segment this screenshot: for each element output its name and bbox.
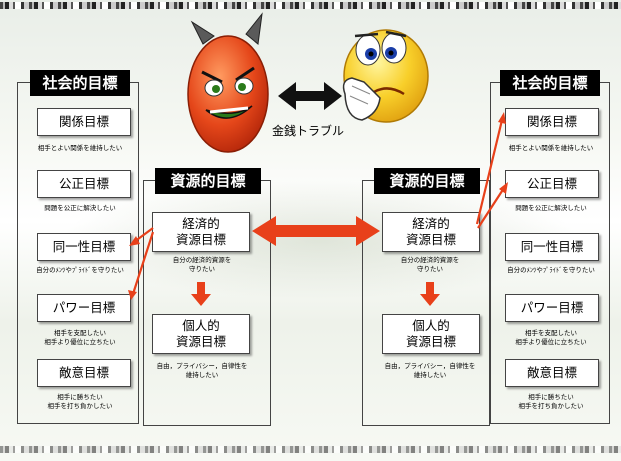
right-economic-line1: 経済的	[412, 216, 450, 231]
left-note-hostility-2: 相手を打ち負かしたい	[47, 402, 113, 410]
decorative-stripe-bottom	[0, 446, 621, 453]
left-goal-identity: 同一性目標	[37, 233, 131, 261]
left-note-relationship: 相手とよい関係を維持したい	[37, 144, 123, 152]
money-trouble-label: 金銭トラブル	[272, 124, 345, 138]
left-social-title: 社会的目標	[30, 70, 130, 96]
left-goal-power: パワー目標	[37, 294, 131, 322]
economic-link-arrow	[252, 216, 380, 246]
right-social-title: 社会的目標	[500, 70, 600, 96]
right-note-power-1: 相手を支配したい	[525, 329, 577, 337]
left-goal-relationship: 関係目標	[37, 108, 131, 136]
right-note-economic-1: 自分の経済的資源を	[400, 256, 460, 264]
left-note-fairness: 問題を公正に解決したい	[44, 204, 116, 212]
right-note-power-2: 相手より優位に立ちたい	[515, 338, 587, 346]
left-note-personal-2: 維持したい	[185, 371, 219, 379]
double-arrow-icon	[278, 82, 342, 110]
left-goal-hostility: 敵意目標	[37, 359, 131, 387]
right-note-economic-2: 守りたい	[417, 265, 443, 273]
right-note-personal-1: 自由，プライバシー，自律性を	[384, 362, 476, 370]
right-goal-economic: 経済的 資源目標	[382, 212, 480, 252]
left-personal-line2: 資源目標	[175, 334, 226, 349]
left-note-power-1: 相手を支配したい	[54, 329, 106, 337]
left-economic-line1: 経済的	[182, 216, 220, 231]
left-note-power-2: 相手より優位に立ちたい	[44, 338, 116, 346]
left-link-arrows	[128, 227, 155, 300]
right-note-hostility-2: 相手を打ち負かしたい	[518, 402, 584, 410]
right-goal-personal: 個人的 資源目標	[382, 314, 480, 354]
left-note-personal-1: 自由，プライバシー，自律性を	[156, 362, 248, 370]
right-goal-power: パワー目標	[505, 294, 599, 322]
right-note-hostility-1: 相手に勝ちたい	[528, 393, 574, 401]
right-goal-identity: 同一性目標	[505, 233, 599, 261]
devil-face-icon	[187, 12, 269, 153]
right-personal-line2: 資源目標	[405, 334, 456, 349]
left-note-identity: 自分のﾒﾝﾂやﾌﾟﾗｲﾄﾞを守りたい	[36, 266, 124, 274]
right-note-relationship: 相手とよい関係を維持したい	[508, 144, 594, 152]
left-personal-line1: 個人的	[182, 318, 220, 333]
right-economic-line2: 資源目標	[405, 232, 456, 247]
left-goal-economic: 経済的 資源目標	[152, 212, 250, 252]
right-goal-relationship: 関係目標	[505, 108, 599, 136]
left-resource-title: 資源的目標	[155, 168, 261, 194]
right-note-fairness: 問題を公正に解決したい	[515, 204, 587, 212]
right-goal-fairness: 公正目標	[505, 170, 599, 198]
decorative-stripe-top	[0, 2, 621, 9]
left-down-arrow	[191, 282, 211, 306]
right-personal-line1: 個人的	[412, 318, 450, 333]
left-note-economic-2: 守りたい	[189, 265, 215, 273]
right-resource-title: 資源的目標	[374, 168, 480, 194]
left-note-economic-1: 自分の経済的資源を	[172, 256, 232, 264]
right-note-identity: 自分のﾒﾝﾂやﾌﾟﾗｲﾄﾞを守りたい	[507, 266, 595, 274]
right-down-arrow	[420, 282, 440, 306]
left-goal-personal: 個人的 資源目標	[152, 314, 250, 354]
right-link-arrows	[475, 112, 508, 229]
right-note-personal-2: 維持したい	[413, 371, 447, 379]
background-haze	[60, 180, 580, 300]
left-economic-line2: 資源目標	[175, 232, 226, 247]
left-note-hostility-1: 相手に勝ちたい	[57, 393, 103, 401]
left-goal-fairness: 公正目標	[37, 170, 131, 198]
right-goal-hostility: 敵意目標	[505, 359, 599, 387]
thinking-face-icon	[342, 29, 429, 123]
